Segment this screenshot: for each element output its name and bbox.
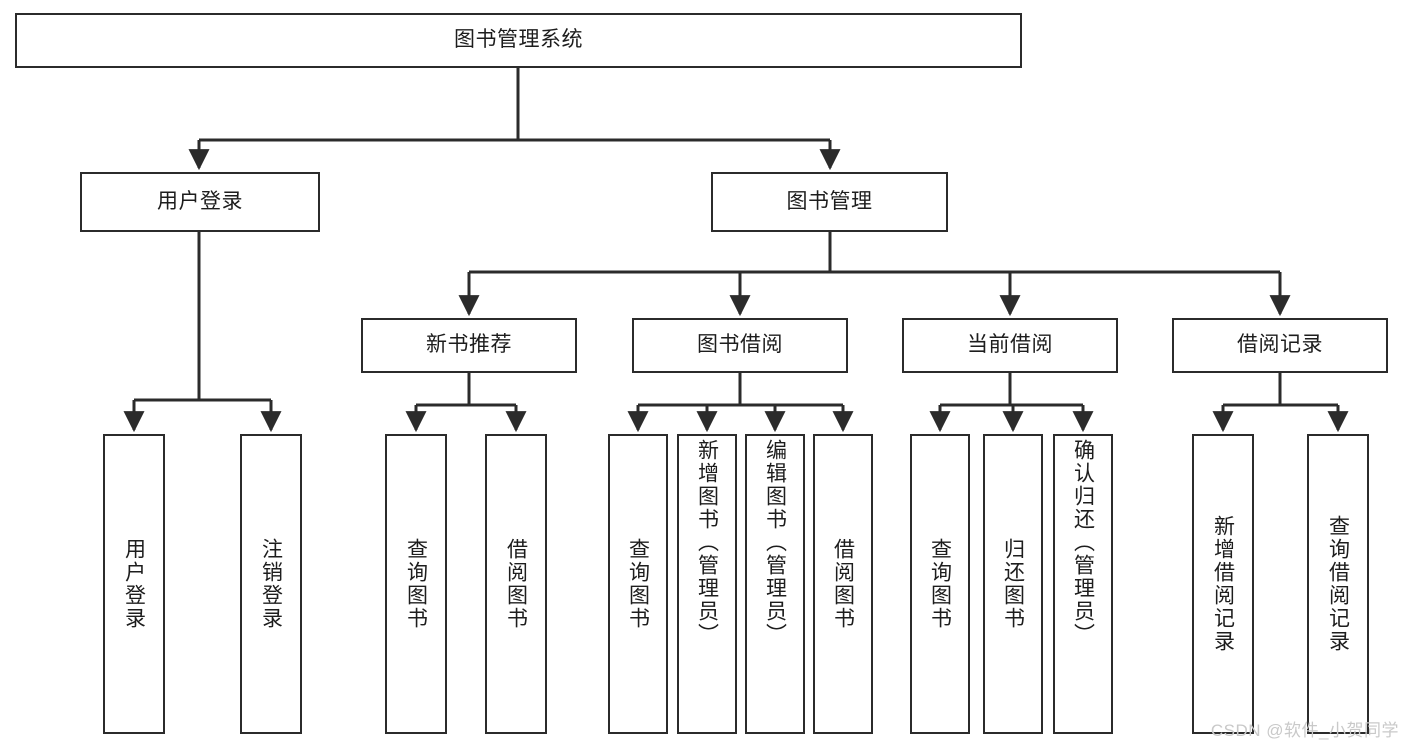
- node-book-borrow-label: 图书借阅: [697, 333, 783, 357]
- node-leaf-edit-book[interactable]: 编辑图书（管理员）: [745, 434, 805, 734]
- node-leaf-borrow-book-recommend-label: 借阅图书: [504, 538, 528, 630]
- node-leaf-borrow-book[interactable]: 借阅图书: [813, 434, 873, 734]
- node-leaf-borrow-book-recommend[interactable]: 借阅图书: [485, 434, 547, 734]
- node-new-book-recommend[interactable]: 新书推荐: [361, 318, 577, 373]
- node-leaf-user-logout-label: 注销登录: [259, 538, 283, 630]
- node-leaf-user-logout[interactable]: 注销登录: [240, 434, 302, 734]
- node-leaf-edit-book-label: 编辑图书（管理员）: [763, 439, 787, 646]
- node-leaf-add-borrow-record[interactable]: 新增借阅记录: [1192, 434, 1254, 734]
- node-leaf-borrow-book-label: 借阅图书: [831, 538, 855, 630]
- node-root-label: 图书管理系统: [454, 28, 583, 52]
- node-leaf-add-book[interactable]: 新增图书（管理员）: [677, 434, 737, 734]
- node-leaf-confirm-return-label: 确认归还（管理员）: [1071, 439, 1095, 646]
- node-borrow-record[interactable]: 借阅记录: [1172, 318, 1388, 373]
- node-book-manage[interactable]: 图书管理: [711, 172, 948, 232]
- node-leaf-query-book-recommend[interactable]: 查询图书: [385, 434, 447, 734]
- node-root[interactable]: 图书管理系统: [15, 13, 1022, 68]
- node-leaf-query-borrow-record-label: 查询借阅记录: [1326, 515, 1350, 653]
- node-leaf-query-book-current[interactable]: 查询图书: [910, 434, 970, 734]
- node-leaf-query-book-borrow[interactable]: 查询图书: [608, 434, 668, 734]
- node-leaf-query-borrow-record[interactable]: 查询借阅记录: [1307, 434, 1369, 734]
- node-leaf-add-book-label: 新增图书（管理员）: [695, 439, 719, 646]
- node-leaf-return-book[interactable]: 归还图书: [983, 434, 1043, 734]
- node-book-borrow[interactable]: 图书借阅: [632, 318, 848, 373]
- node-borrow-record-label: 借阅记录: [1237, 333, 1323, 357]
- node-leaf-query-book-current-label: 查询图书: [928, 538, 952, 630]
- node-new-book-recommend-label: 新书推荐: [426, 333, 512, 357]
- node-current-borrow[interactable]: 当前借阅: [902, 318, 1118, 373]
- node-leaf-add-borrow-record-label: 新增借阅记录: [1211, 515, 1235, 653]
- node-leaf-query-book-borrow-label: 查询图书: [626, 538, 650, 630]
- node-leaf-query-book-recommend-label: 查询图书: [404, 538, 428, 630]
- node-user-login-label: 用户登录: [157, 189, 243, 213]
- node-leaf-confirm-return[interactable]: 确认归还（管理员）: [1053, 434, 1113, 734]
- node-user-login[interactable]: 用户登录: [80, 172, 320, 232]
- node-book-manage-label: 图书管理: [786, 189, 873, 213]
- node-leaf-user-login-label: 用户登录: [122, 538, 146, 630]
- node-leaf-return-book-label: 归还图书: [1001, 538, 1025, 630]
- node-current-borrow-label: 当前借阅: [967, 333, 1053, 357]
- node-leaf-user-login[interactable]: 用户登录: [103, 434, 165, 734]
